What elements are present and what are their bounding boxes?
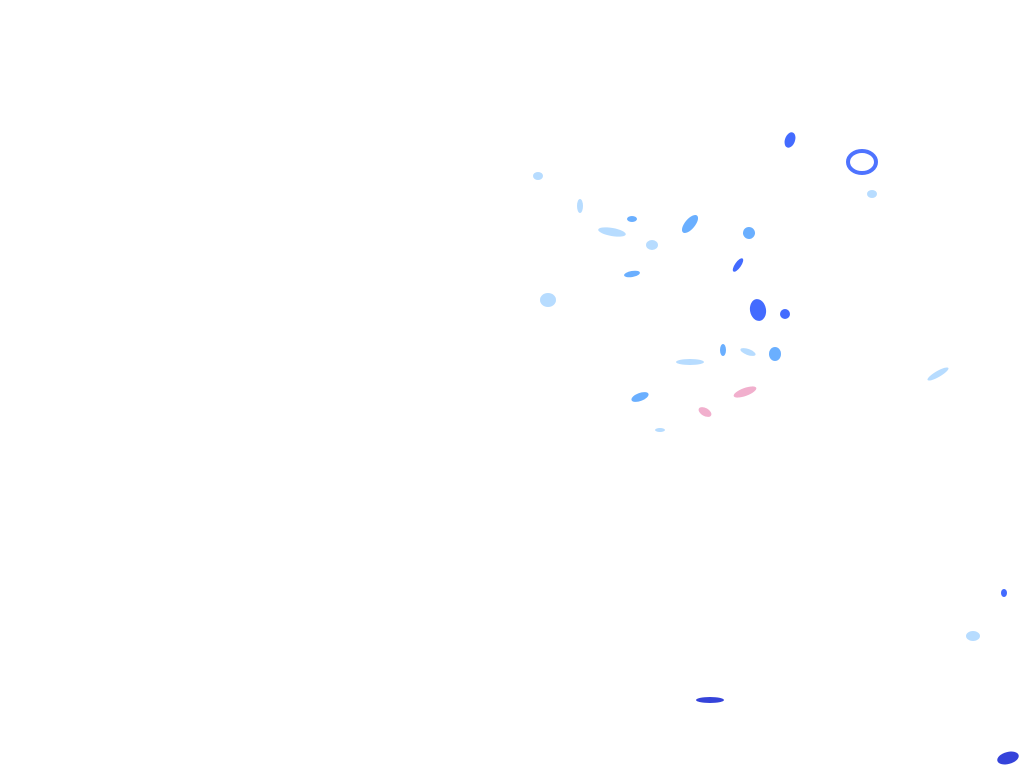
- precip-cell: [784, 132, 796, 148]
- precip-cell: [780, 309, 790, 319]
- precip-cell: [720, 344, 726, 356]
- precip-cell: [577, 199, 583, 213]
- precip-cell: [966, 631, 980, 641]
- precip-cell: [533, 172, 543, 180]
- precip-cell: [631, 392, 649, 402]
- precip-cell: [997, 751, 1019, 765]
- precip-cell: [540, 293, 556, 307]
- precip-cell: [740, 348, 756, 356]
- precip-cell: [696, 697, 724, 703]
- precip-cell: [1001, 589, 1007, 597]
- precip-cell: [749, 299, 767, 321]
- precip-cell: [846, 149, 878, 175]
- precip-cell: [769, 347, 781, 361]
- precip-cell: [646, 240, 658, 250]
- precip-cell: [733, 386, 757, 398]
- precip-cell: [698, 407, 712, 417]
- precip-cell: [598, 227, 626, 237]
- precip-cell: [732, 258, 744, 272]
- precip-cell: [627, 216, 637, 222]
- precip-cell: [867, 190, 877, 198]
- precip-cell: [624, 270, 640, 278]
- precipitation-cells: [533, 132, 1019, 765]
- precip-cell: [927, 367, 949, 381]
- precip-cell: [676, 359, 704, 365]
- precip-cell: [655, 428, 665, 432]
- precip-cell: [681, 214, 699, 234]
- precip-cell: [743, 227, 755, 239]
